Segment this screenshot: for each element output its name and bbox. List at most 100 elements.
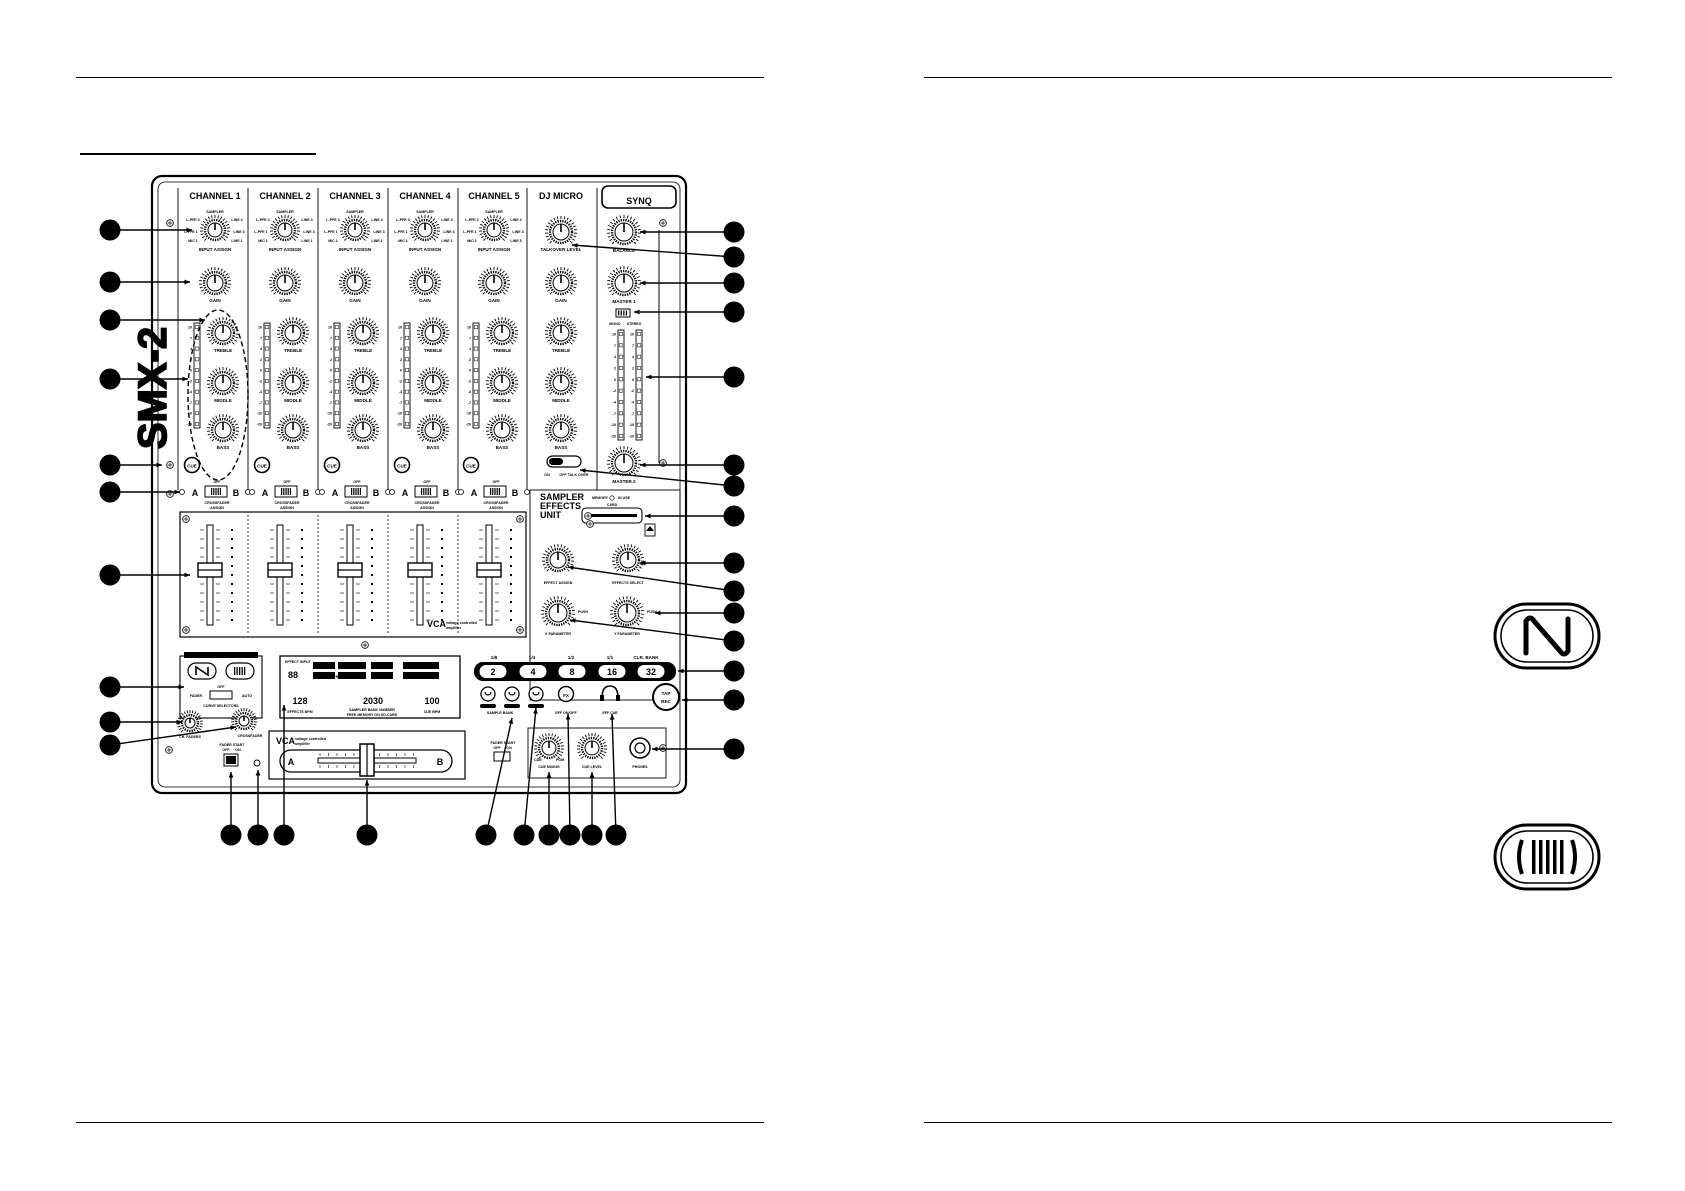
talkover-level-knob[interactable] [545, 216, 577, 245]
middle-knob[interactable] [207, 367, 239, 396]
bank-button-shape [557, 664, 587, 679]
mono-stereo-switch[interactable] [615, 308, 631, 318]
gain-knob[interactable] [339, 267, 371, 296]
balance-knob[interactable] [607, 215, 641, 246]
knob-tick [541, 734, 544, 738]
meter-tick-label: 0 [614, 378, 616, 382]
knob-tick [615, 267, 619, 271]
bass-knob[interactable] [486, 414, 518, 443]
sample-bank-next-button[interactable] [504, 686, 520, 708]
xfader-assign-a: A [262, 488, 269, 498]
gain-knob[interactable] [409, 267, 441, 296]
meter-tick-label: -20 [611, 435, 616, 439]
meter-tick-label: -4 [399, 390, 402, 394]
bank-button[interactable]: 4 [518, 664, 548, 679]
meter-tick-label: 2 [260, 358, 262, 362]
cue-button[interactable]: CUE [183, 456, 201, 474]
cue-button[interactable]: CUE [393, 456, 411, 474]
callout-7-badge [99, 564, 121, 586]
treble-knob[interactable] [207, 317, 239, 346]
knob-tick [486, 268, 489, 272]
input-assign-knob[interactable] [340, 215, 370, 242]
mic-middle-label: MIDDLE [552, 398, 570, 403]
knob-tick [563, 545, 566, 549]
eff-cue-button[interactable] [600, 685, 620, 701]
mic-gain-knob[interactable] [545, 267, 577, 296]
knob-tick [418, 376, 422, 379]
eff-onoff-button[interactable]: FX [557, 685, 575, 703]
curve-sharp-button[interactable] [187, 662, 217, 680]
knob-tick [360, 216, 363, 220]
bank-button[interactable]: 32 [636, 664, 666, 679]
input-assign-knob[interactable] [270, 215, 300, 242]
bank-button[interactable]: 2 [478, 664, 508, 679]
knob-tick [566, 415, 569, 419]
bank-button[interactable]: 16 [597, 664, 627, 679]
bass-knob[interactable] [347, 414, 379, 443]
middle-knob[interactable] [277, 367, 309, 396]
treble-knob[interactable] [347, 317, 379, 346]
gain-knob[interactable] [199, 267, 231, 296]
sample-bank-loop-button[interactable] [528, 686, 544, 708]
knob-tick [417, 386, 421, 389]
bank-button[interactable]: 8 [557, 664, 587, 679]
knob-tick [504, 317, 507, 321]
knob-tick [553, 596, 556, 600]
fader-scale-dot [441, 529, 443, 531]
knob-tick [347, 268, 350, 272]
gain-knob[interactable] [478, 267, 510, 296]
cue-mixing-knob[interactable] [534, 733, 564, 760]
knob-tick [619, 446, 622, 450]
mic-treble-knob[interactable] [545, 317, 577, 346]
y-parameter-knob[interactable] [610, 596, 644, 627]
mic-middle-knob[interactable] [545, 367, 577, 396]
middle-knob[interactable] [417, 367, 449, 396]
effect-assign-knob[interactable] [542, 544, 574, 573]
treble-knob[interactable] [277, 317, 309, 346]
crossfader-curve-knob[interactable] [231, 708, 257, 731]
gain-knob[interactable] [269, 267, 301, 296]
input-assign-knob[interactable] [479, 215, 509, 242]
knob-tick [417, 268, 420, 272]
meter-led [473, 357, 479, 362]
cue-button-ring [462, 456, 480, 474]
bass-knob[interactable] [417, 414, 449, 443]
cue-button[interactable]: CUE [253, 456, 271, 474]
treble-knob[interactable] [486, 317, 518, 346]
callout-11-number: 11 [224, 828, 238, 843]
input-assign-knob[interactable] [200, 215, 230, 242]
bass-knob[interactable] [277, 414, 309, 443]
knob-tick [546, 599, 550, 603]
mic-bass-knob[interactable] [545, 414, 577, 443]
master1-knob[interactable] [607, 266, 641, 297]
curve-fader-label: FADER [190, 694, 203, 698]
fader-scale-dot [371, 547, 373, 549]
knob-tick [363, 238, 366, 241]
lcd-effect-tag: AUTO PAN [340, 665, 359, 669]
effects-select-knob[interactable] [612, 544, 644, 573]
sample-bank-prev-button[interactable] [480, 686, 496, 708]
lcd-effect-tag-bg [338, 672, 366, 679]
meter-tick-label: 7 [190, 336, 192, 340]
meter-led [404, 368, 410, 372]
master2-knob[interactable] [607, 446, 641, 477]
meter-tick-label: 4 [400, 347, 402, 351]
x-parameter-knob[interactable] [541, 596, 575, 627]
cue-button[interactable]: CUE [323, 456, 341, 474]
middle-knob[interactable] [486, 367, 518, 396]
knob-tick [303, 420, 307, 423]
ch-fader-curve-knob[interactable] [177, 710, 203, 733]
curve-smooth-button[interactable] [225, 662, 255, 680]
bass-knob[interactable] [207, 414, 239, 443]
middle-knob[interactable] [347, 367, 379, 396]
treble-knob[interactable] [417, 317, 449, 346]
input-assign-knob[interactable] [410, 215, 440, 242]
cue-level-knob[interactable] [577, 733, 607, 760]
phones-jack[interactable] [629, 737, 651, 759]
fader-start-switch-right[interactable] [493, 751, 511, 762]
synq-logo: SYNQ [626, 196, 652, 206]
curve-mode-switch[interactable] [209, 690, 233, 700]
cue-button[interactable]: CUE [462, 456, 480, 474]
knob-tick [279, 339, 283, 342]
